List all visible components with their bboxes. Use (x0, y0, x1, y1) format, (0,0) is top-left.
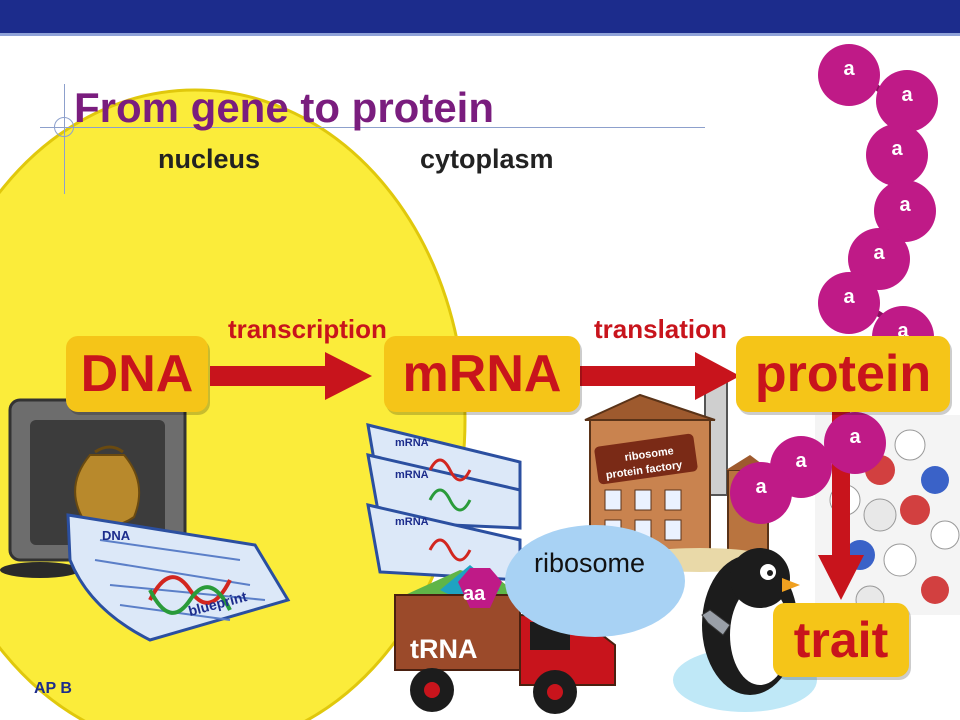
mrna-box: mRNA (384, 336, 580, 412)
aa-label: aa (463, 583, 486, 605)
trait-box: trait (773, 603, 909, 677)
nucleus-label: nucleus (158, 144, 261, 174)
title-guide-circle (54, 117, 74, 137)
dna-document-label: DNA (102, 528, 131, 543)
factory-illustration (584, 374, 775, 572)
title-guide-line (40, 127, 705, 128)
footer-text: AP B (34, 680, 72, 697)
amino-acid-bead: a (730, 462, 792, 524)
cytoplasm-label: cytoplasm (420, 144, 554, 174)
ribosome-bubble (505, 525, 685, 637)
top-bar (0, 0, 960, 33)
arrow-dna-to-mrna (210, 352, 372, 400)
amino-acid-bead: a (818, 272, 880, 334)
arrow-mrna-to-protein (580, 352, 740, 400)
amino-acid-bead: a (876, 70, 938, 132)
amino-acid-bead: a (824, 412, 886, 474)
page-title: From gene to protein (74, 84, 494, 131)
mrna-copy-label-2: mRNA (395, 469, 429, 481)
top-bar-accent (0, 33, 960, 36)
amino-acid-bead: a (818, 44, 880, 106)
title-guide-vertical (64, 84, 65, 194)
translation-label: translation (594, 314, 727, 344)
mrna-copy-label-3: mRNA (395, 516, 429, 528)
aa-hexagon (458, 568, 502, 608)
ribosome-label: ribosome (534, 548, 646, 578)
amino-acid-bead: a (866, 124, 928, 186)
protein-box: protein (736, 336, 950, 412)
safe-illustration (0, 398, 187, 578)
mrna-copy-label: mRNA (395, 437, 429, 449)
mrna-copies (366, 423, 522, 582)
trna-label: tRNA (410, 634, 478, 664)
dna-box: DNA (66, 336, 208, 412)
dna-blueprint-sheet (66, 513, 291, 642)
transcription-label: transcription (228, 314, 387, 344)
